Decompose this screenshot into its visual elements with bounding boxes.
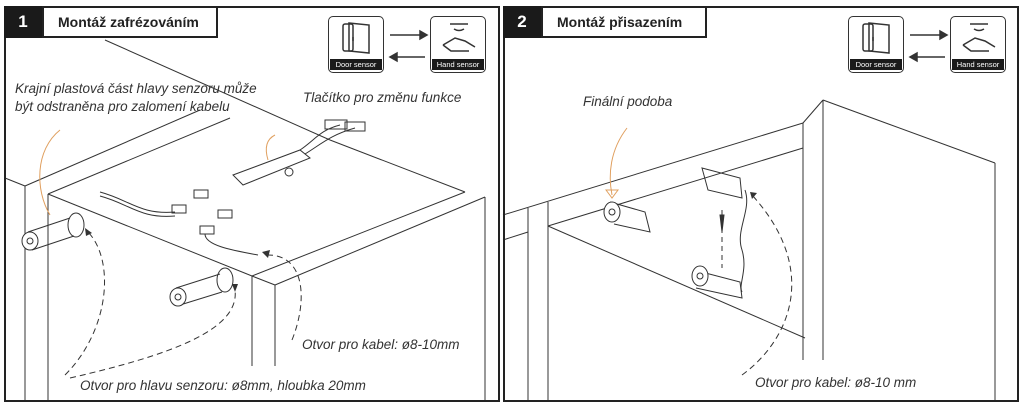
sensor-clip-and-screw	[691, 167, 748, 299]
sensor-head-left	[21, 212, 85, 251]
step-title: Montáž přisazením	[541, 6, 707, 38]
panel-recessed-mounting: 1 Montáž zafrézováním	[4, 6, 500, 402]
dashed-pointer-arrows	[64, 194, 793, 379]
mode-switch-arrows-1	[388, 29, 949, 63]
hand-sensor-label: Hand sensor	[952, 59, 1004, 70]
step-number: 1	[4, 6, 42, 38]
door-sensor-icon: Door sensor	[848, 16, 904, 73]
note-button: Tlačítko pro změnu funkce	[303, 90, 462, 105]
hand-sensor-label: Hand sensor	[432, 59, 484, 70]
note-cap-line1: Krajní plastová část hlavy senzoru může	[15, 81, 257, 96]
note-cable-hole: Otvor pro kabel: ø8-10mm	[302, 337, 460, 352]
sensor-mounted-final	[603, 201, 651, 233]
cabinet-drawing-1	[4, 39, 486, 402]
arrowheads	[85, 192, 757, 292]
hand-sensor-icon: Hand sensor	[430, 16, 486, 73]
panel-surface-mounting: 2 Montáž přisazením	[503, 6, 1019, 402]
controller-with-cables	[99, 119, 366, 256]
cabinet-drawing-2	[502, 99, 996, 402]
note-cable-hole: Otvor pro kabel: ø8-10 mm	[755, 375, 917, 390]
orange-leader-arrows	[39, 127, 628, 216]
note-head-hole: Otvor pro hlavu senzoru: ø8mm, hloubka 2…	[80, 378, 366, 393]
step-number: 2	[503, 6, 541, 38]
note-final: Finální podoba	[583, 94, 673, 109]
door-sensor-label: Door sensor	[330, 59, 382, 70]
hand-sensor-icon: Hand sensor	[950, 16, 1006, 73]
door-sensor-icon: Door sensor	[328, 16, 384, 73]
sensor-head-right	[169, 267, 234, 307]
step-title: Montáž zafrézováním	[42, 6, 218, 38]
note-cap-line2: být odstraněna pro zalomení kabelu	[15, 99, 230, 114]
door-sensor-label: Door sensor	[850, 59, 902, 70]
